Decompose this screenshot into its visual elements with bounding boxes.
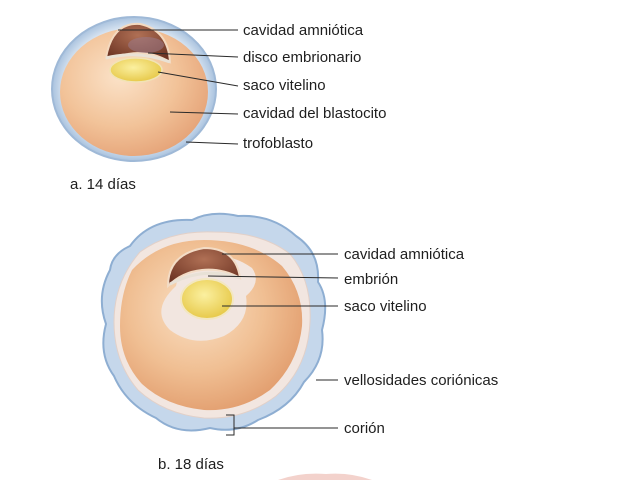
label-chorion-b: corión: [344, 420, 385, 437]
caption-a: a. 14 días: [70, 176, 136, 193]
label-embryo-b: embrión: [344, 271, 398, 288]
diagram-b: cavidad amniótica embrión saco vitelino …: [100, 212, 498, 473]
diagram-a: cavidad amniótica disco embrionario saco…: [51, 16, 386, 193]
label-yolk-sac-b: saco vitelino: [344, 298, 427, 315]
yolk-sac-b: [180, 278, 234, 320]
label-amniotic-cavity-b: cavidad amniótica: [344, 246, 465, 263]
caption-b: b. 18 días: [158, 456, 224, 473]
embryonic-disc-a: [105, 53, 171, 64]
label-embryonic-disc-a: disco embrionario: [243, 49, 361, 66]
label-chorionic-villi-b: vellosidades coriónicas: [344, 372, 498, 389]
amnion-highlight-a: [128, 37, 164, 53]
label-blastocyst-cavity-a: cavidad del blastocito: [243, 105, 386, 122]
yolk-sac-a: [109, 57, 163, 83]
next-figure-fragment: [278, 473, 372, 480]
label-trophoblast-a: trofoblasto: [243, 135, 313, 152]
blastocyst-cavity-b: [120, 240, 303, 411]
blastocyst-cavity-a: [60, 28, 208, 156]
label-yolk-sac-a: saco vitelino: [243, 77, 326, 94]
label-amniotic-cavity-a: cavidad amniótica: [243, 22, 364, 39]
